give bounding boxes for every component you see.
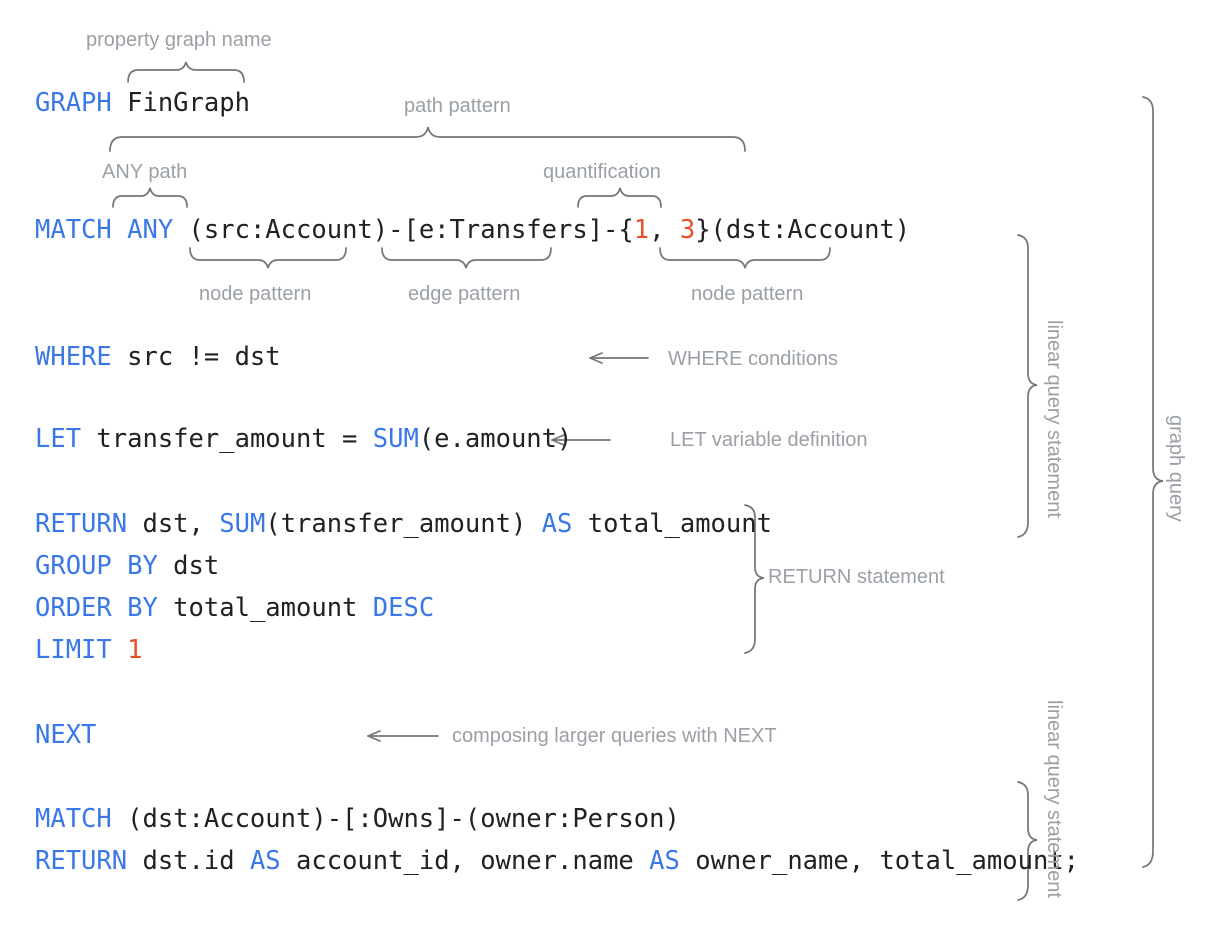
- code-line-return-1: RETURN dst, SUM(transfer_amount) AS tota…: [35, 509, 772, 539]
- code-line-next: NEXT: [35, 720, 97, 750]
- code-line-group-by: GROUP BY dst: [35, 551, 220, 581]
- code-line-match-owns: MATCH (dst:Account)-[:Owns]-(owner:Perso…: [35, 804, 680, 834]
- brace-graph-query: [1142, 96, 1164, 868]
- label-composing-with-next: composing larger queries with NEXT: [452, 725, 777, 747]
- brace-edge-pattern: [381, 247, 552, 269]
- code-line-match-any: MATCH ANY (src:Account)-[e:Transfers]-{1…: [35, 215, 911, 245]
- label-property-graph-name: property graph name: [86, 29, 272, 51]
- label-quantification: quantification: [543, 161, 661, 183]
- label-edge-pattern: edge pattern: [408, 283, 521, 305]
- arrow-where-conditions: [589, 352, 649, 364]
- label-any-path: ANY path: [102, 161, 188, 183]
- arrow-composing-with-next: [367, 730, 439, 742]
- label-graph-query: graph query: [1165, 415, 1187, 522]
- label-return-statement: RETURN statement: [768, 566, 945, 588]
- brace-linear-query-statement-1: [1017, 234, 1038, 538]
- code-line-let: LET transfer_amount = SUM(e.amount): [35, 424, 573, 454]
- label-linear-query-statement-1: linear query statement: [1043, 320, 1065, 518]
- label-path-pattern: path pattern: [404, 95, 511, 117]
- label-node-pattern-right: node pattern: [691, 283, 804, 305]
- code-line-limit: LIMIT 1: [35, 635, 143, 665]
- label-node-pattern-left: node pattern: [199, 283, 312, 305]
- label-linear-query-statement-2: linear query statement: [1043, 700, 1065, 898]
- label-where-conditions: WHERE conditions: [668, 348, 839, 370]
- brace-any-path: [112, 187, 188, 208]
- brace-property-graph-name: [127, 61, 245, 83]
- brace-node-pattern-left: [189, 247, 347, 269]
- brace-path-pattern: [109, 126, 746, 152]
- brace-linear-query-statement-2: [1017, 781, 1038, 901]
- code-line-return-2: RETURN dst.id AS account_id, owner.name …: [35, 846, 1080, 876]
- label-let-variable-definition: LET variable definition: [670, 429, 868, 451]
- brace-quantification: [577, 187, 662, 208]
- code-line-graph: GRAPH FinGraph: [35, 88, 250, 118]
- code-line-order-by: ORDER BY total_amount DESC: [35, 593, 435, 623]
- code-line-where: WHERE src != dst: [35, 342, 281, 372]
- brace-node-pattern-right: [659, 247, 831, 269]
